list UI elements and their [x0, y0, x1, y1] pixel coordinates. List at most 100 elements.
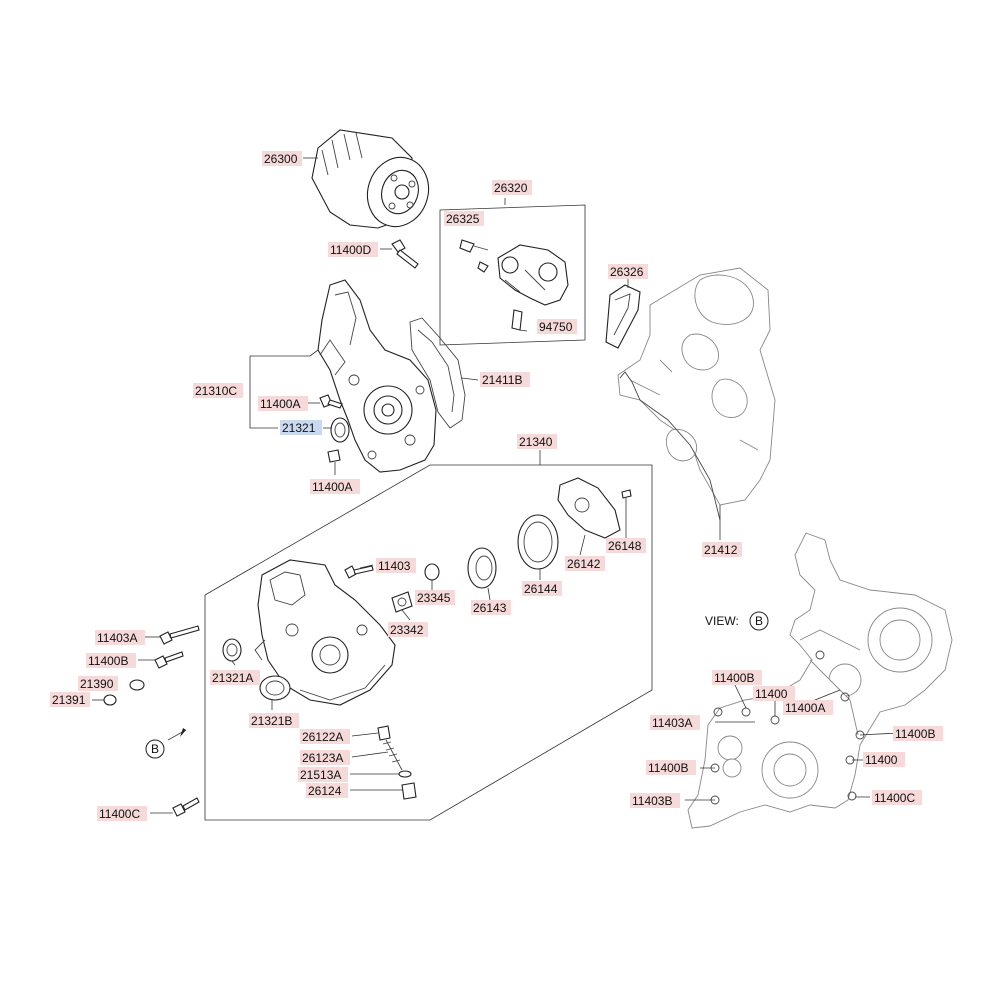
label-21321b[interactable]: 21321B — [249, 713, 299, 728]
label-11400d[interactable]: 11400D — [328, 242, 378, 257]
plug-23342-drawing — [391, 591, 413, 613]
seal-21321a-drawing — [222, 638, 242, 662]
label-11400a-top[interactable]: 11400A — [258, 396, 308, 411]
label-11400b-view-left[interactable]: 11400B — [646, 760, 696, 775]
svg-text:21412: 21412 — [704, 543, 738, 557]
svg-text:11403A: 11403A — [97, 631, 137, 645]
engine-block-drawing — [617, 267, 776, 521]
svg-text:94750: 94750 — [539, 320, 573, 334]
svg-text:B: B — [755, 614, 763, 628]
label-26143[interactable]: 26143 — [471, 600, 511, 615]
rotor-26144-drawing — [517, 514, 559, 570]
svg-text:B: B — [151, 742, 159, 756]
svg-text:26122A: 26122A — [302, 730, 343, 744]
svg-text:11400D: 11400D — [330, 243, 371, 257]
label-26148[interactable]: 26148 — [606, 538, 646, 553]
label-26123a[interactable]: 26123A — [300, 750, 350, 765]
svg-text:26325: 26325 — [446, 212, 480, 226]
svg-text:11403A: 11403A — [652, 716, 692, 730]
label-23345[interactable]: 23345 — [415, 590, 455, 605]
plate-26142-drawing — [557, 477, 621, 539]
label-11400a-view[interactable]: 11400A — [783, 700, 833, 715]
label-11403[interactable]: 11403 — [376, 558, 416, 573]
seal-21321-drawing — [330, 417, 350, 443]
relief-valve-drawing — [377, 725, 417, 800]
label-26144[interactable]: 26144 — [522, 581, 562, 596]
svg-text:11403: 11403 — [378, 559, 411, 573]
label-21321[interactable]: 21321 — [280, 420, 322, 435]
label-23342[interactable]: 23342 — [388, 622, 428, 637]
svg-text:11400B: 11400B — [895, 727, 935, 741]
label-11403b-view[interactable]: 11403B — [630, 793, 680, 808]
svg-text:21411B: 21411B — [482, 373, 522, 387]
svg-text:11400C: 11400C — [874, 791, 915, 805]
oil-cooler-assembly-drawing — [439, 198, 586, 346]
svg-text:11400: 11400 — [755, 687, 788, 701]
svg-text:26124: 26124 — [308, 784, 342, 798]
label-94750[interactable]: 94750 — [537, 319, 577, 334]
label-26320[interactable]: 26320 — [492, 180, 532, 195]
timing-cover-drawing — [317, 279, 437, 473]
label-26122a[interactable]: 26122A — [300, 729, 350, 744]
svg-text:23342: 23342 — [390, 623, 424, 637]
bolt-11400a-bottom-drawing — [327, 449, 341, 463]
svg-text:11400C: 11400C — [99, 807, 140, 821]
label-21390[interactable]: 21390 — [78, 676, 118, 691]
gasket-26326-drawing — [605, 284, 641, 349]
svg-text:21310C: 21310C — [195, 384, 237, 398]
label-21321a[interactable]: 21321A — [210, 670, 260, 685]
gear-26143-drawing — [467, 547, 497, 589]
screw-26148-drawing — [621, 489, 632, 499]
svg-text:26300: 26300 — [264, 152, 298, 166]
label-26124[interactable]: 26124 — [306, 783, 348, 798]
arrow-b-marker: B — [145, 739, 165, 759]
front-case-drawing — [254, 559, 396, 706]
svg-text:26326: 26326 — [610, 265, 644, 279]
bolt-11400b-left-drawing — [154, 651, 184, 669]
label-11400-view-top[interactable]: 11400 — [753, 686, 795, 701]
view-b-drawing — [685, 532, 953, 829]
bolt-11400d-drawing — [391, 239, 419, 269]
label-26142[interactable]: 26142 — [565, 556, 605, 571]
label-26326[interactable]: 26326 — [608, 264, 648, 279]
label-11400c-left[interactable]: 11400C — [97, 806, 147, 821]
bolt-11403-drawing — [344, 565, 374, 579]
label-11400b-left[interactable]: 11400B — [86, 653, 136, 668]
svg-text:11403B: 11403B — [632, 794, 672, 808]
label-21513a[interactable]: 21513A — [298, 767, 348, 782]
label-11403a-view[interactable]: 11403A — [650, 715, 700, 730]
label-26300[interactable]: 26300 — [262, 151, 302, 166]
svg-text:26144: 26144 — [524, 582, 558, 596]
label-11400b-view-right[interactable]: 11400B — [893, 726, 943, 741]
svg-text:21513A: 21513A — [300, 768, 341, 782]
label-11400b-view-top[interactable]: 11400B — [712, 670, 762, 685]
label-21310c[interactable]: 21310C — [193, 383, 243, 398]
washer-21390-drawing — [129, 679, 145, 691]
label-21391[interactable]: 21391 — [50, 692, 90, 707]
label-26325[interactable]: 26325 — [444, 211, 484, 226]
seal-21321b-drawing — [259, 675, 291, 701]
front-case-box — [204, 464, 653, 821]
label-11400a-bottom[interactable]: 11400A — [310, 479, 360, 494]
svg-text:11400A: 11400A — [785, 701, 825, 715]
svg-text:23345: 23345 — [417, 591, 451, 605]
cap-23345-drawing — [424, 563, 440, 581]
view-label: VIEW: — [705, 614, 739, 628]
gasket-21411b-drawing — [409, 317, 466, 429]
svg-text:26142: 26142 — [567, 557, 601, 571]
label-11403a-left[interactable]: 11403A — [95, 630, 145, 645]
svg-text:26143: 26143 — [473, 601, 507, 615]
svg-text:11400A: 11400A — [312, 480, 352, 494]
label-21340[interactable]: 21340 — [517, 434, 557, 449]
label-21412[interactable]: 21412 — [702, 542, 742, 557]
svg-text:11400B: 11400B — [714, 671, 754, 685]
bolt-11400a-top-drawing — [319, 394, 343, 409]
label-11400c-view[interactable]: 11400C — [872, 790, 922, 805]
svg-text:11400B: 11400B — [88, 654, 128, 668]
svg-text:21321: 21321 — [282, 421, 316, 435]
label-11400-view-right[interactable]: 11400 — [863, 752, 905, 767]
svg-text:11400: 11400 — [865, 753, 898, 767]
label-21411b[interactable]: 21411B — [480, 372, 530, 387]
svg-text:26320: 26320 — [494, 181, 528, 195]
